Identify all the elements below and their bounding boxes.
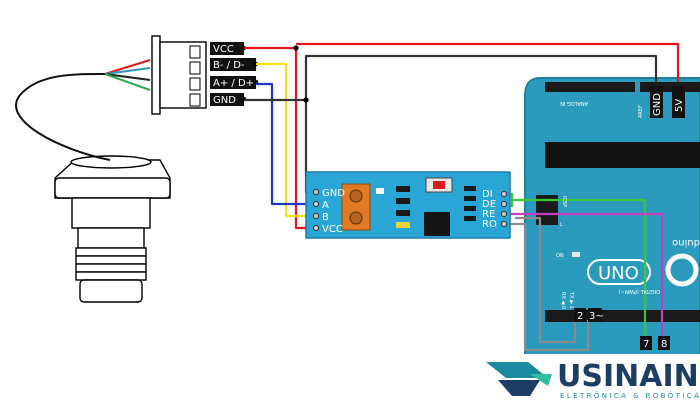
digital-pwm-label: DIGITAL (PWM~) bbox=[618, 288, 660, 294]
wire-ro-gray bbox=[502, 222, 590, 352]
rs485-pin-dot bbox=[312, 188, 320, 196]
rs485-pin-dot bbox=[312, 200, 320, 208]
connector-pin-label: A+ / D+ bbox=[213, 78, 254, 89]
junction-dot-vcc bbox=[293, 45, 299, 51]
rs485-pin-dot bbox=[500, 220, 508, 228]
icsp-header bbox=[536, 195, 558, 225]
pin-8-label: 8 bbox=[661, 339, 667, 350]
rx-label: RX ◀ 0 bbox=[560, 292, 566, 309]
connector-pin-box bbox=[210, 93, 244, 106]
rs485-right-pin-label: DE bbox=[482, 199, 496, 210]
wire-b-yellow bbox=[256, 62, 318, 218]
arduino-gnd-label: GND bbox=[652, 93, 663, 116]
connector-pin-box bbox=[210, 42, 244, 55]
uno-logo-outline bbox=[587, 259, 651, 285]
connector-pin-box bbox=[210, 76, 256, 89]
rs485-pin-dot bbox=[312, 224, 320, 232]
junction-dot-gnd bbox=[303, 97, 309, 103]
cable-fanout bbox=[104, 59, 151, 91]
ultrasonic-sensor-illustration bbox=[54, 155, 171, 303]
rs485-pin-dot bbox=[500, 190, 508, 198]
wire-gray-2 bbox=[515, 216, 577, 344]
connector-pin-label: B- / D- bbox=[213, 60, 245, 71]
rs485-left-pin-label: VCC bbox=[322, 224, 343, 235]
l-label: L bbox=[560, 222, 563, 228]
usinainfo-logo: USINAINFO ELETRÔNICA & ROBÓTICA bbox=[478, 354, 700, 400]
max485-chip bbox=[424, 212, 450, 236]
on-led-icon bbox=[572, 252, 580, 257]
logo-wordmark: USINAINFO bbox=[557, 359, 700, 394]
connector-pin-labels: VCC B- / D- A+ / D+ GND bbox=[210, 42, 259, 106]
rs485-pin-dot bbox=[500, 200, 508, 208]
rs485-right-pin-label: DI bbox=[482, 189, 493, 200]
rs485-pin-dot bbox=[312, 212, 320, 220]
rs485-left-pin-label: B bbox=[322, 212, 329, 223]
arduino-brand-fragment: duino bbox=[672, 237, 700, 248]
connector-pin-label: VCC bbox=[213, 44, 234, 55]
arduino-power-pins: GND 5V bbox=[650, 86, 685, 118]
rs485-module bbox=[305, 171, 511, 239]
wire-gnd-arduino-black bbox=[304, 54, 658, 100]
rs485-left-pin-label: GND bbox=[322, 188, 345, 199]
rs485-left-pin-label: A bbox=[322, 200, 329, 211]
connector-pin-label: GND bbox=[213, 95, 236, 106]
wire-5v-red bbox=[296, 42, 680, 82]
wire-a-blue bbox=[256, 82, 318, 206]
rs485-right-pin-label: RO bbox=[482, 219, 497, 230]
icsp-label: ICSP bbox=[561, 196, 567, 207]
uno-logo-text: UNO bbox=[598, 263, 639, 284]
pin-2-label: 2 bbox=[577, 311, 583, 322]
wire-de-di-green bbox=[512, 198, 647, 338]
pin-7-label: 7 bbox=[643, 339, 649, 350]
aref-label: AREF bbox=[638, 105, 644, 118]
analog-in-label: ANALOG IN bbox=[560, 100, 588, 106]
screw-icon bbox=[349, 189, 363, 203]
arduino-5v-label: 5V bbox=[674, 99, 685, 112]
tx-label: TX ▶ 1 bbox=[568, 291, 574, 309]
arduino-digital-pins: 2 3~ 7 8 bbox=[574, 308, 670, 350]
screw-icon bbox=[349, 211, 363, 225]
analog-header bbox=[545, 82, 635, 92]
on-label: ON bbox=[556, 253, 564, 259]
wire-re-magenta bbox=[502, 212, 664, 338]
sensor-connector bbox=[151, 35, 207, 115]
sensor-cable bbox=[15, 72, 111, 161]
digital-header bbox=[545, 310, 700, 322]
logo-tagline: ELETRÔNICA & ROBÓTICA bbox=[560, 391, 700, 400]
connector-pin-box bbox=[210, 58, 256, 71]
rs485-right-pin-label: RE bbox=[482, 209, 495, 220]
microcontroller-chip bbox=[545, 142, 700, 168]
rs485-pin-dot bbox=[500, 210, 508, 218]
power-header bbox=[640, 82, 700, 92]
arduino-infinity-icon bbox=[665, 253, 699, 287]
pin-3-label: 3~ bbox=[589, 311, 604, 322]
